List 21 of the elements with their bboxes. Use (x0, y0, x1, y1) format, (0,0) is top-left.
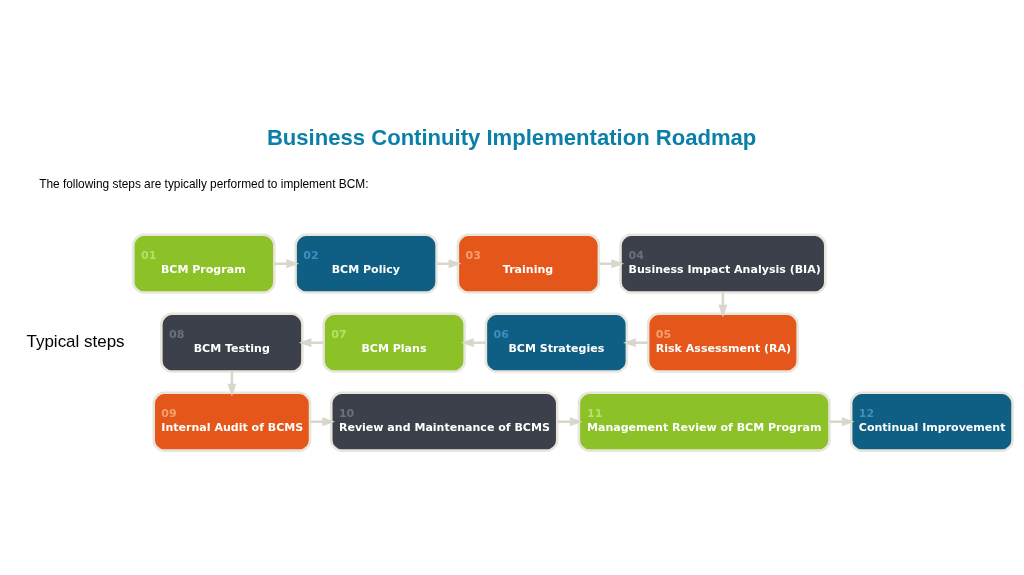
label: Typical steps (26, 331, 125, 351)
node-box: 02 BCM Policy (294, 233, 438, 294)
node-box: 12 Continual Improvement (849, 391, 1014, 452)
node-box: 05 Risk Assessment (RA) (646, 312, 799, 373)
label: The following steps are typically performed to implement BCM: (39, 176, 369, 191)
node-box: 03 Training (456, 233, 601, 294)
node-box: 07 BCM Plans (322, 312, 466, 373)
arrow (460, 338, 486, 348)
node-box: 11 Management Review of BCM Program (577, 391, 831, 452)
arrow (274, 259, 300, 269)
arrow (623, 338, 648, 348)
arrow (557, 417, 583, 427)
arrow (436, 259, 462, 269)
arrow (829, 417, 855, 427)
node-box: 09 Internal Audit of BCMS (152, 391, 312, 452)
arrow (298, 338, 324, 348)
node-box: 06 BCM Strategies (484, 312, 629, 373)
arrow (599, 259, 625, 269)
node-box: 01 BCM Program (132, 233, 276, 294)
arrow (310, 417, 336, 427)
diagram-title: Business Continuity Implementation Roadmap (266, 124, 757, 150)
